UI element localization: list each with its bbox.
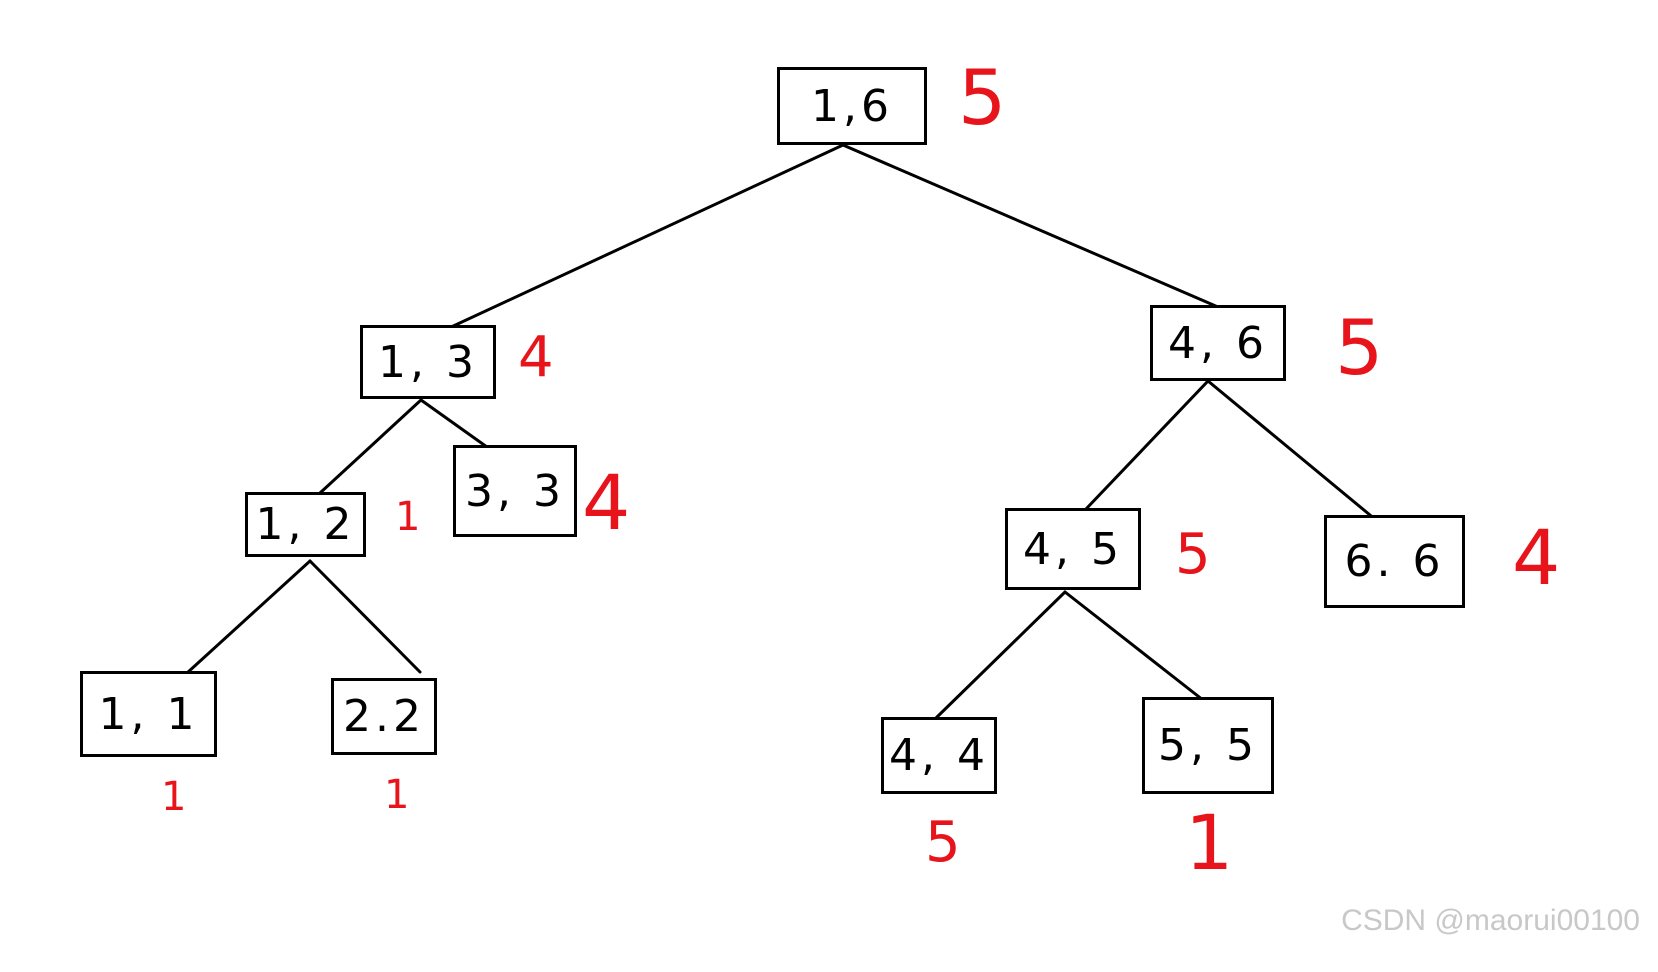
edge-1-2-to-1-1 <box>185 559 312 675</box>
value-4-5: 5 <box>1175 522 1211 587</box>
value-4-4: 5 <box>925 810 961 875</box>
node-6-6: 6. 6 <box>1324 515 1465 608</box>
value-1-3: 4 <box>518 325 554 390</box>
edge-4-6-to-4-5 <box>1084 379 1210 511</box>
node-3-3: 3, 3 <box>453 445 577 537</box>
value-3-3: 4 <box>582 458 631 547</box>
value-2-2: 1 <box>384 772 410 818</box>
node-1-1: 1, 1 <box>80 671 217 757</box>
edge-4-5-to-5-5 <box>1063 590 1205 702</box>
watermark: CSDN @maorui00100 <box>1341 904 1640 937</box>
edge-1-6-to-1-3 <box>447 143 845 330</box>
value-1-6: 5 <box>958 53 1007 142</box>
node-2-2: 2.2 <box>331 678 437 755</box>
edge-1-2-to-2-2 <box>308 559 422 674</box>
value-5-5: 1 <box>1185 798 1234 887</box>
value-1-1: 1 <box>161 774 187 820</box>
node-1-6: 1,6 <box>777 67 927 145</box>
node-4-4: 4, 4 <box>881 717 997 794</box>
node-1-2: 1, 2 <box>245 492 366 557</box>
node-1-3: 1, 3 <box>360 325 496 399</box>
edge-4-6-to-6-6 <box>1206 379 1378 522</box>
node-4-5: 4, 5 <box>1005 508 1141 590</box>
edge-1-6-to-4-6 <box>841 143 1220 309</box>
value-4-6: 5 <box>1335 303 1384 392</box>
node-5-5: 5, 5 <box>1142 697 1274 794</box>
node-4-6: 4, 6 <box>1150 305 1286 381</box>
edge-1-3-to-1-2 <box>318 398 423 495</box>
value-1-2: 1 <box>395 494 421 540</box>
edge-1-3-to-3-3 <box>419 398 496 454</box>
edge-4-5-to-4-4 <box>934 590 1067 720</box>
value-6-6: 4 <box>1512 513 1561 602</box>
